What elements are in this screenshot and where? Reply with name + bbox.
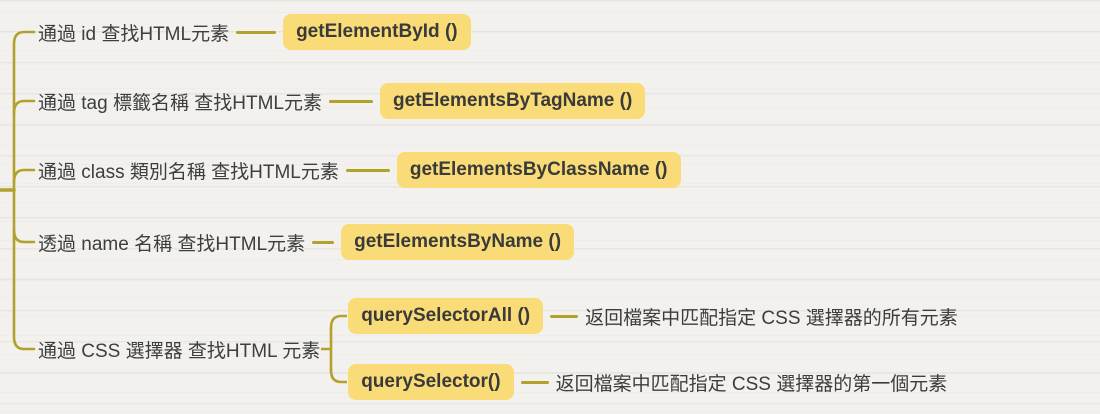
method-node-getelementbyid[interactable]: getElementById ()	[283, 14, 471, 50]
branch-label-id[interactable]: 通過 id 查找HTML元素	[38, 23, 230, 45]
branch-row-id: 通過 id 查找HTML元素 getElementById ()	[34, 14, 471, 50]
method-node-getelementsbyclassname[interactable]: getElementsByClassName ()	[396, 152, 681, 188]
branch-row-tag: 通過 tag 標籤名稱 查找HTML元素 getElementsByTagNam…	[34, 83, 646, 119]
branch-connector-line	[236, 30, 277, 34]
method-node-queryselectorall[interactable]: querySelectorAll ()	[348, 298, 544, 334]
child-connector-line	[550, 314, 579, 318]
child-connector-line	[520, 380, 549, 384]
mindmap-trunk-connector	[0, 30, 36, 351]
branch-label-css-selector[interactable]: 通過 CSS 選擇器 查找HTML 元素	[38, 340, 321, 362]
method-description-queryselectorall[interactable]: 返回檔案中匹配指定 CSS 選擇器的所有元素	[585, 307, 958, 329]
method-node-queryselector[interactable]: querySelector()	[348, 364, 514, 400]
method-node-getelementsbytagname[interactable]: getElementsByTagName ()	[379, 83, 646, 119]
branch-label-tag[interactable]: 通過 tag 標籤名稱 查找HTML元素	[38, 92, 322, 114]
branch-label-name[interactable]: 透過 name 名稱 查找HTML元素	[38, 233, 306, 255]
branch-connector-line	[345, 168, 390, 172]
branch-row-css-selector: 通過 CSS 選擇器 查找HTML 元素 querySelectorAll ()…	[34, 298, 958, 400]
child-row-queryselector: querySelector() 返回檔案中匹配指定 CSS 選擇器的第一個元素	[348, 364, 958, 400]
branch-row-class: 通過 class 類別名稱 查找HTML元素 getElementsByClas…	[34, 152, 681, 188]
branch-connector-line	[328, 99, 373, 103]
branch-connector-line	[312, 240, 335, 244]
method-node-getelementsbyname[interactable]: getElementsByName ()	[341, 224, 575, 260]
branch-row-name: 透過 name 名稱 查找HTML元素 getElementsByName ()	[34, 224, 575, 260]
child-row-queryselectorall: querySelectorAll () 返回檔案中匹配指定 CSS 選擇器的所有…	[348, 298, 958, 334]
method-description-queryselector[interactable]: 返回檔案中匹配指定 CSS 選擇器的第一個元素	[555, 373, 948, 395]
branch-label-class[interactable]: 通過 class 類別名稱 查找HTML元素	[38, 161, 339, 183]
css-selector-children: querySelectorAll () 返回檔案中匹配指定 CSS 選擇器的所有…	[348, 298, 958, 400]
fork-connector	[321, 314, 348, 384]
